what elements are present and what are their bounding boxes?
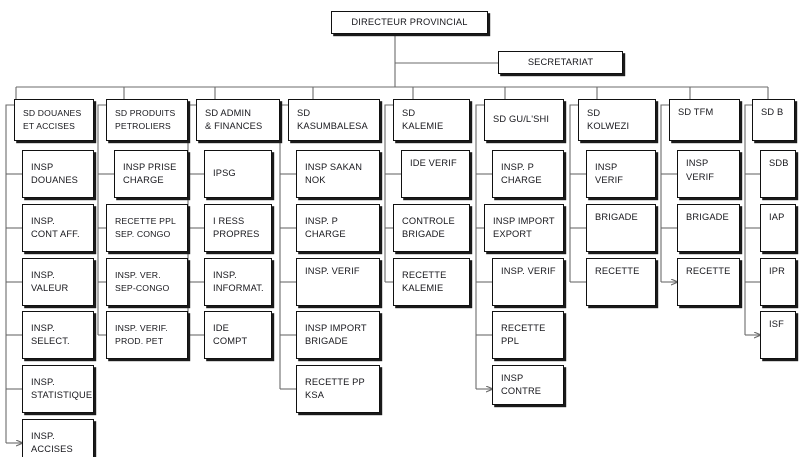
node-sdb[interactable]: SDB bbox=[760, 150, 796, 198]
node-label: IDE VERIF bbox=[410, 158, 457, 168]
node-iap[interactable]: IAP bbox=[760, 204, 796, 252]
node-label: INSP PRISE CHARGE bbox=[123, 161, 177, 186]
node-label: BRIGADE bbox=[686, 212, 729, 222]
node-label: SDB bbox=[769, 158, 789, 168]
node-label: SD B bbox=[761, 107, 784, 117]
node-label: RECETTE PPL bbox=[501, 322, 546, 347]
node-insp-verif-gu[interactable]: INSP. VERIF bbox=[492, 258, 564, 306]
node-brigade-kolwezi[interactable]: BRIGADE bbox=[586, 204, 656, 252]
node-label: INSP. VERIF. PROD. PET bbox=[115, 322, 168, 347]
node-controle-brigade[interactable]: CONTROLE BRIGADE bbox=[393, 204, 470, 252]
node-label: SD DOUANES ET ACCISES bbox=[23, 107, 82, 132]
node-insp-select[interactable]: INSP. SELECT. bbox=[22, 311, 94, 359]
node-label: SD GU/L'SHI bbox=[493, 114, 550, 125]
node-insp-verif-kolwezi[interactable]: INSP VERIF bbox=[586, 150, 656, 198]
node-sd-gu-lshi[interactable]: SD GU/L'SHI bbox=[484, 99, 564, 141]
node-insp-accises[interactable]: INSP. ACCISES bbox=[22, 419, 94, 457]
node-insp-ver-sep-congo[interactable]: INSP. VER. SEP-CONGO bbox=[106, 258, 188, 306]
node-label: INSP. SELECT. bbox=[31, 322, 70, 347]
node-label: RECETTE bbox=[595, 266, 640, 276]
node-label: INSP. INFORMAT. bbox=[213, 269, 264, 294]
node-insp-informat[interactable]: INSP. INFORMAT. bbox=[204, 258, 272, 306]
node-label: INSP SAKAN NOK bbox=[305, 161, 363, 186]
node-insp-prise-charge[interactable]: INSP PRISE CHARGE bbox=[114, 150, 188, 198]
node-ipsg[interactable]: IPSG bbox=[204, 150, 272, 198]
node-sd-b[interactable]: SD B bbox=[752, 99, 795, 141]
node-recette-kalemie[interactable]: RECETTE KALEMIE bbox=[393, 258, 470, 306]
node-label: INSP VERIF bbox=[595, 161, 624, 186]
node-i-ress-propres[interactable]: I RESS PROPRES bbox=[204, 204, 272, 252]
node-label: INSP. VALEUR bbox=[31, 269, 69, 294]
node-sd-tfm[interactable]: SD TFM bbox=[669, 99, 740, 141]
node-recette-kolwezi[interactable]: RECETTE bbox=[586, 258, 656, 306]
node-label: SD KALEMIE bbox=[402, 107, 444, 132]
node-label: DIRECTEUR PROVINCIAL bbox=[351, 16, 468, 27]
node-ide-verif[interactable]: IDE VERIF bbox=[401, 150, 470, 198]
node-sd-produits-petroliers[interactable]: SD PRODUITS PETROLIERS bbox=[106, 99, 188, 141]
node-label: BRIGADE bbox=[595, 212, 638, 222]
node-insp-verif-prod-pet[interactable]: INSP. VERIF. PROD. PET bbox=[106, 311, 188, 359]
node-label: INSP. VER. SEP-CONGO bbox=[115, 269, 170, 294]
node-label: SECRETARIAT bbox=[527, 56, 594, 67]
node-label: SD KASUMBALESA bbox=[297, 107, 368, 132]
node-insp-sakan-nok[interactable]: INSP SAKAN NOK bbox=[296, 150, 380, 198]
node-label: I RESS PROPRES bbox=[213, 215, 260, 240]
node-recette-ppl-sep-congo[interactable]: RECETTE PPL SEP. CONGO bbox=[106, 204, 188, 252]
node-label: INSP. STATISTIQUE bbox=[31, 376, 93, 401]
node-label: INSP IMPORT BRIGADE bbox=[305, 322, 367, 347]
node-recette-pp-ksa[interactable]: RECETTE PP KSA bbox=[296, 365, 380, 413]
node-directeur-provincial[interactable]: DIRECTEUR PROVINCIAL bbox=[331, 11, 488, 34]
node-label: INSP IMPORT EXPORT bbox=[493, 215, 555, 240]
node-label: IPR bbox=[769, 266, 785, 276]
node-sd-kolwezi[interactable]: SD KOLWEZI bbox=[578, 99, 656, 141]
node-isf[interactable]: ISF bbox=[760, 311, 796, 359]
node-label: IDE COMPT bbox=[213, 322, 248, 347]
node-label: SD PRODUITS PETROLIERS bbox=[115, 107, 176, 132]
node-sd-douanes-et-accises[interactable]: SD DOUANES ET ACCISES bbox=[14, 99, 94, 141]
node-label: INSP DOUANES bbox=[31, 161, 79, 186]
node-insp-valeur[interactable]: INSP. VALEUR bbox=[22, 258, 94, 306]
node-label: INSP. P CHARGE bbox=[501, 161, 542, 186]
node-label: INSP. CONT AFF. bbox=[31, 215, 80, 240]
node-label: INSP. VERIF bbox=[305, 266, 360, 276]
node-insp-verif-tfm[interactable]: INSP VERIF bbox=[677, 150, 740, 198]
node-insp-import-brigade[interactable]: INSP IMPORT BRIGADE bbox=[296, 311, 380, 359]
node-label: IAP bbox=[769, 212, 785, 222]
node-label: RECETTE bbox=[686, 266, 731, 276]
node-recette-tfm[interactable]: RECETTE bbox=[677, 258, 740, 306]
node-secretariat[interactable]: SECRETARIAT bbox=[498, 51, 623, 74]
node-label: INSP. VERIF bbox=[501, 266, 556, 276]
node-label: INSP CONTRE bbox=[501, 372, 542, 397]
node-brigade-tfm[interactable]: BRIGADE bbox=[677, 204, 740, 252]
node-insp-douanes[interactable]: INSP DOUANES bbox=[22, 150, 94, 198]
node-insp-contre[interactable]: INSP CONTRE bbox=[492, 365, 564, 405]
node-label: RECETTE PPL SEP. CONGO bbox=[115, 215, 177, 240]
node-ide-compt[interactable]: IDE COMPT bbox=[204, 311, 272, 359]
node-label: INSP VERIF bbox=[686, 158, 715, 182]
node-sd-kalemie[interactable]: SD KALEMIE bbox=[393, 99, 470, 141]
node-label: INSP. ACCISES bbox=[31, 430, 73, 455]
node-insp-statistique[interactable]: INSP. STATISTIQUE bbox=[22, 365, 94, 413]
node-label: RECETTE PP KSA bbox=[305, 376, 365, 401]
node-insp-cont-aff[interactable]: INSP. CONT AFF. bbox=[22, 204, 94, 252]
node-ipr[interactable]: IPR bbox=[760, 258, 796, 306]
node-sd-admin-finances[interactable]: SD ADMIN & FINANCES bbox=[196, 99, 280, 141]
node-recette-ppl-gu[interactable]: RECETTE PPL bbox=[492, 311, 564, 359]
node-label: SD TFM bbox=[678, 107, 714, 117]
node-insp-import-export[interactable]: INSP IMPORT EXPORT bbox=[484, 204, 564, 252]
node-label: ISF bbox=[769, 319, 784, 329]
node-label: RECETTE KALEMIE bbox=[402, 269, 447, 294]
node-insp-verif-ksa[interactable]: INSP. VERIF bbox=[296, 258, 380, 306]
node-label: CONTROLE BRIGADE bbox=[402, 215, 455, 240]
node-label: SD ADMIN & FINANCES bbox=[205, 107, 263, 132]
node-sd-kasumbalesa[interactable]: SD KASUMBALESA bbox=[288, 99, 380, 141]
node-label: IPSG bbox=[213, 168, 236, 179]
node-insp-p-charge-ksa[interactable]: INSP. P CHARGE bbox=[296, 204, 380, 252]
node-label: INSP. P CHARGE bbox=[305, 215, 346, 240]
node-insp-p-charge-gu[interactable]: INSP. P CHARGE bbox=[492, 150, 564, 198]
node-label: SD KOLWEZI bbox=[587, 107, 630, 132]
